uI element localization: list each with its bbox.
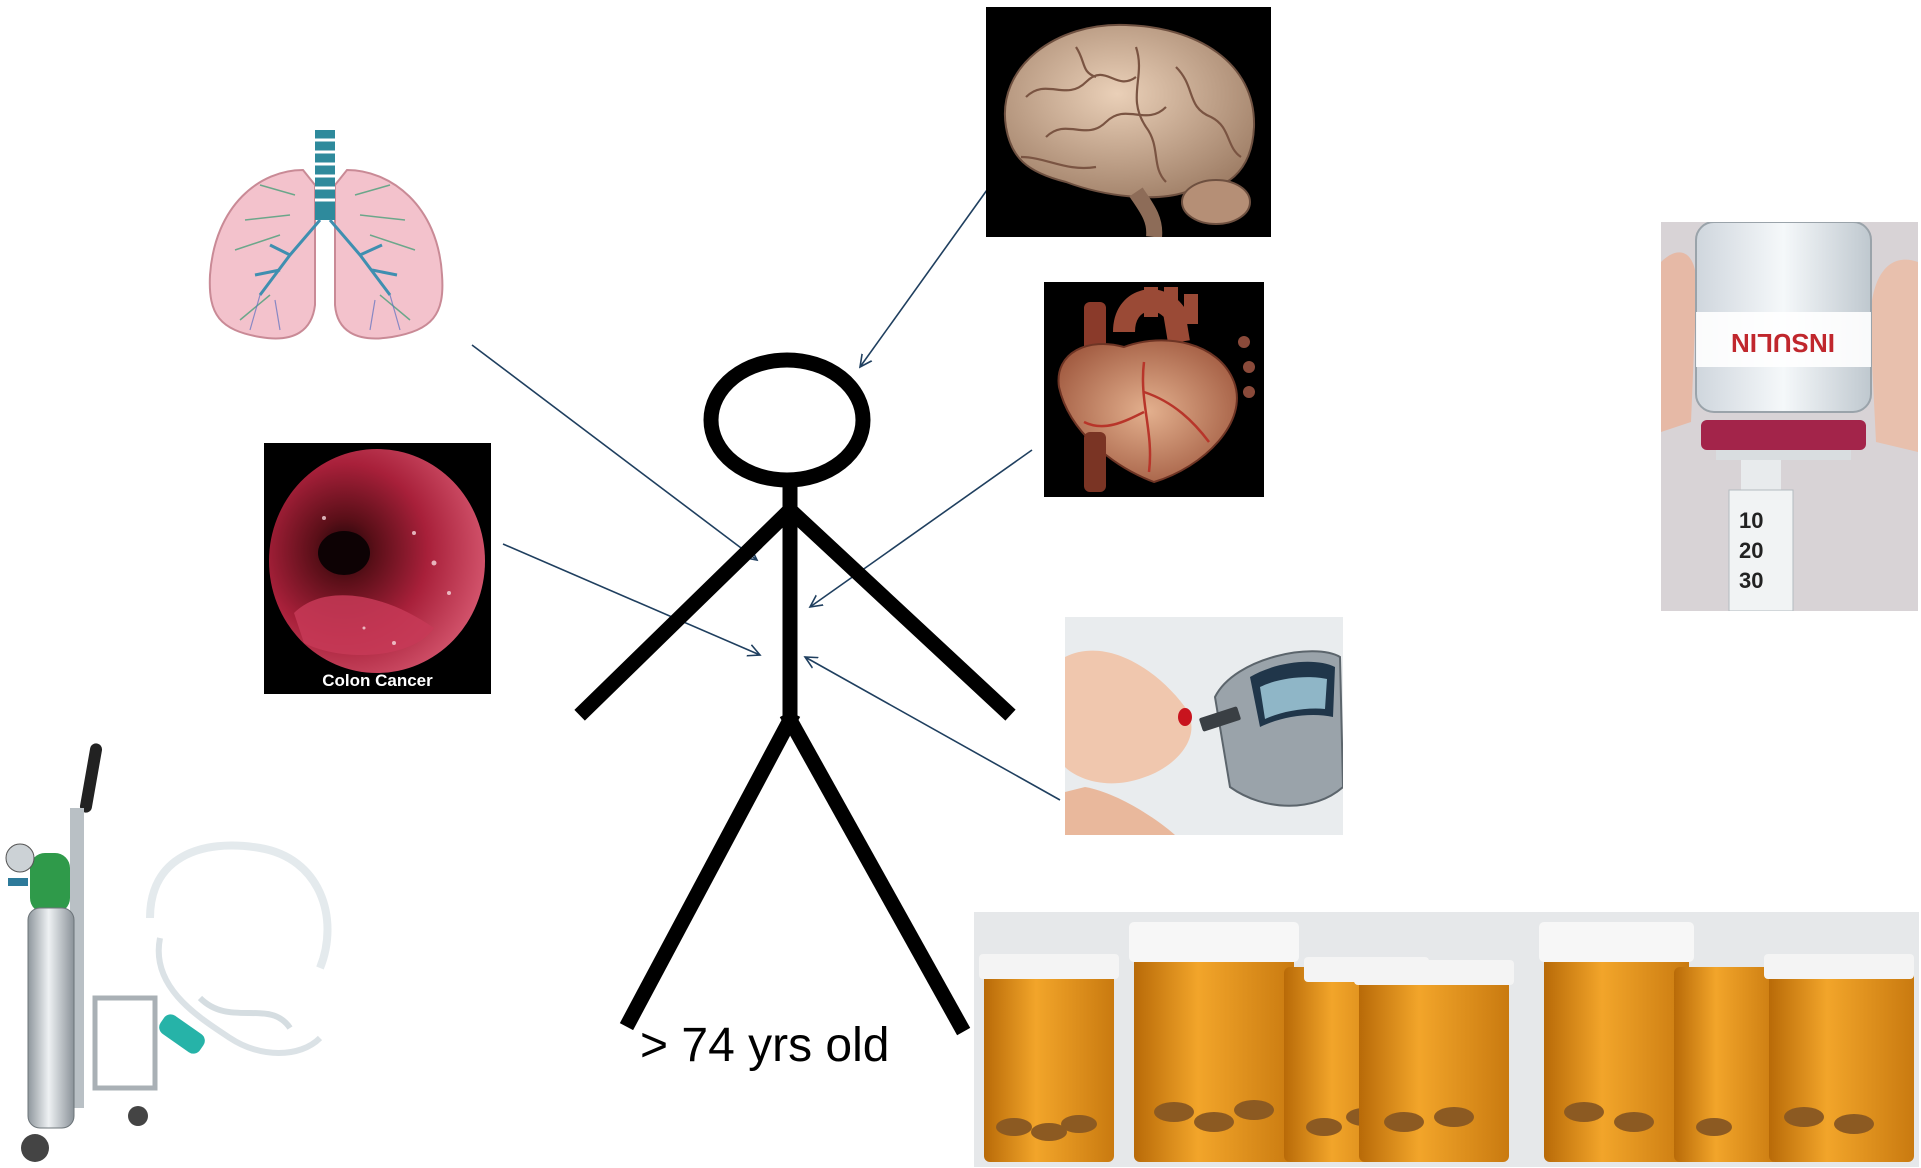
- heart-icon: [1044, 282, 1264, 497]
- age-label: > 74 yrs old: [640, 1018, 889, 1073]
- syringe-mark-20: 20: [1739, 538, 1763, 563]
- colon-endoscopy-image: Colon Cancer: [264, 443, 491, 694]
- colon-caption: Colon Cancer: [264, 671, 491, 691]
- syringe-mark-30: 30: [1739, 568, 1763, 593]
- insulin-label: INSULIN: [1731, 328, 1835, 358]
- insulin-vial-image: INSULIN 10 20 30: [1661, 222, 1918, 611]
- oxygen-tank-image: [0, 738, 370, 1168]
- lungs-icon: [200, 125, 450, 350]
- brain-icon: [986, 7, 1271, 237]
- pill-bottles-image: [974, 912, 1919, 1167]
- glucose-meter-image: [1065, 617, 1343, 835]
- syringe-mark-10: 10: [1739, 508, 1763, 533]
